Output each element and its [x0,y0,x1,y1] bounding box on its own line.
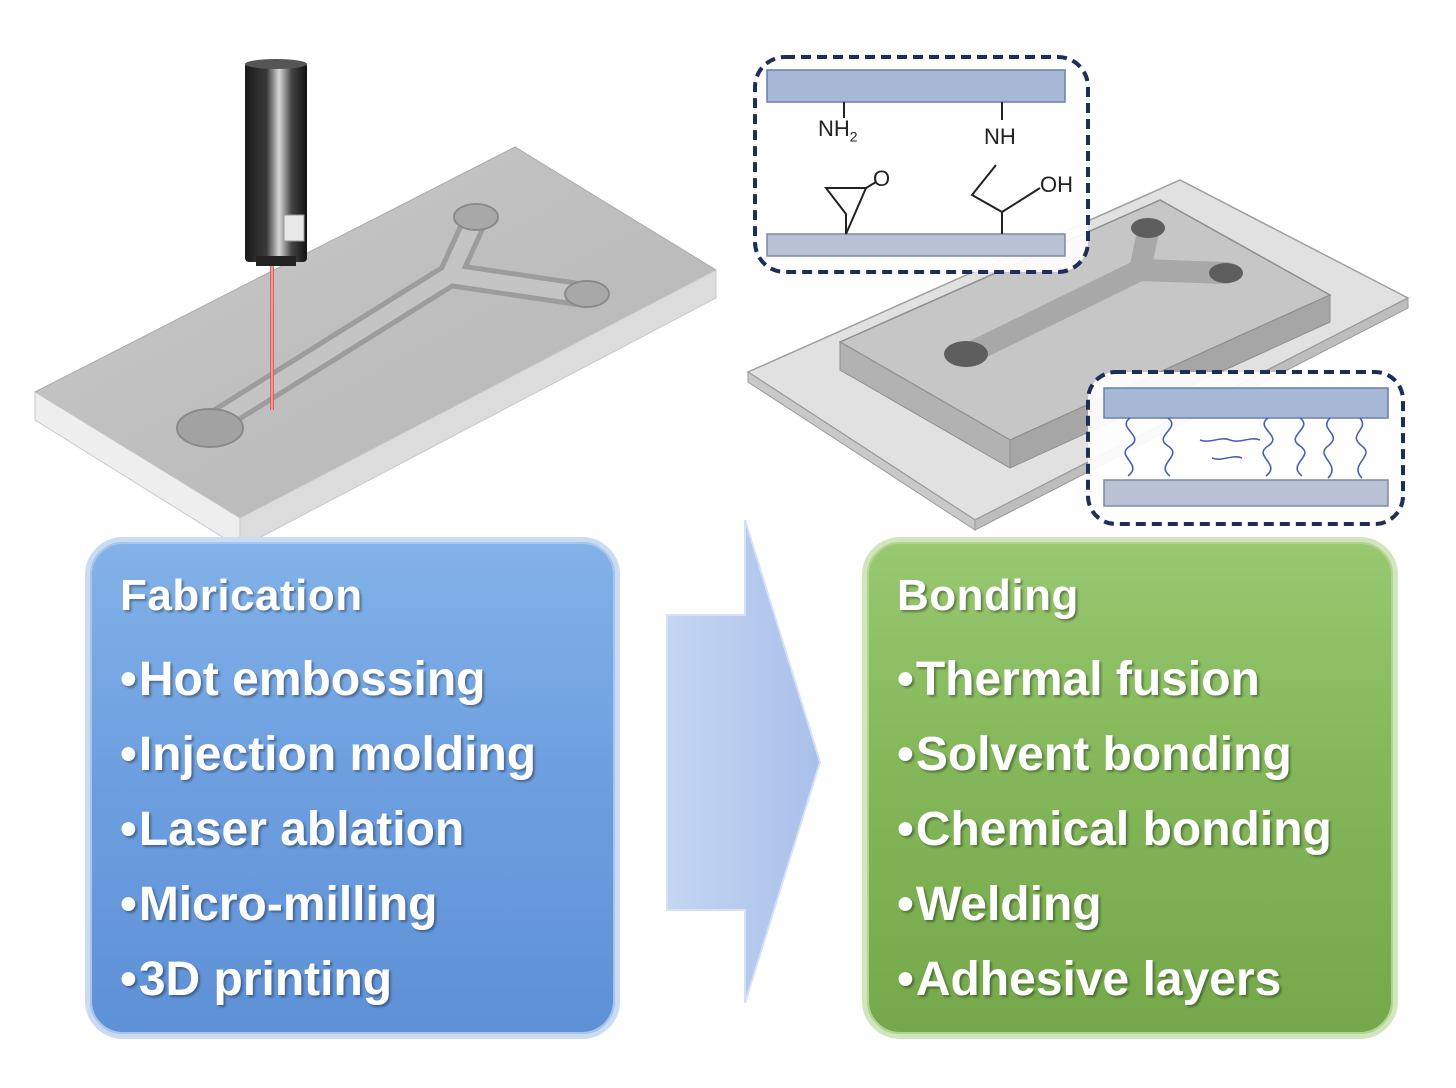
laser-head [245,59,307,266]
adhesive-bonding-inset [1086,370,1405,526]
list-item-label: Laser ablation [138,803,465,856]
inset-bottom-substrate [766,233,1066,257]
list-item: •Hot embossing [120,642,615,717]
list-item: •Micro-milling [120,867,615,942]
list-item-label: Injection molding [138,728,537,781]
polymer-chains [1124,417,1367,479]
bullet: • [120,803,137,856]
list-item: •Welding [897,867,1393,942]
bonding-title: Bonding [897,571,1079,620]
list-item: •3D printing [120,942,615,1017]
list-item-label: 3D printing [138,953,393,1006]
fabrication-panel: Fabrication •Hot embossing •Injection mo… [85,537,620,1039]
bullet: • [897,953,914,1006]
bullet: • [120,878,137,931]
bullet: • [897,803,914,856]
bonding-panel: Bonding •Thermal fusion •Solvent bonding… [862,537,1398,1039]
bullet: • [897,653,914,706]
list-item: •Laser ablation [120,792,615,867]
list-item-label: Micro-milling [138,878,438,931]
bullet: • [120,653,137,706]
inset-top-substrate [766,69,1066,103]
list-item-label: Chemical bonding [915,803,1332,856]
process-arrow [666,519,822,1004]
label-nh: NH [984,124,1016,149]
list-item-label: Thermal fusion [915,653,1260,706]
fabrication-method-list: •Hot embossing •Injection molding •Laser… [120,642,615,1017]
list-item-label: Adhesive layers [915,953,1282,1006]
list-item: •Injection molding [120,717,615,792]
list-item: •Adhesive layers [897,942,1393,1017]
chemical-bonding-inset [753,55,1090,274]
bullet: • [120,953,137,1006]
list-item-label: Hot embossing [138,653,486,706]
fabrication-title: Fabrication [120,571,363,620]
label-oh: OH [1040,172,1073,197]
label-nh2: NH2 [818,116,858,145]
list-item-label: Solvent bonding [915,728,1292,781]
list-item: •Chemical bonding [897,792,1393,867]
list-item: •Solvent bonding [897,717,1393,792]
bonding-method-list: •Thermal fusion •Solvent bonding •Chemic… [897,642,1393,1017]
list-item-label: Welding [915,878,1102,931]
bullet: • [897,728,914,781]
bullet: • [120,728,137,781]
label-epoxide-o: O [873,166,891,191]
microchannel [176,203,610,448]
fabrication-chip-illustration [33,59,718,549]
list-item: •Thermal fusion [897,642,1393,717]
bullet: • [897,878,914,931]
